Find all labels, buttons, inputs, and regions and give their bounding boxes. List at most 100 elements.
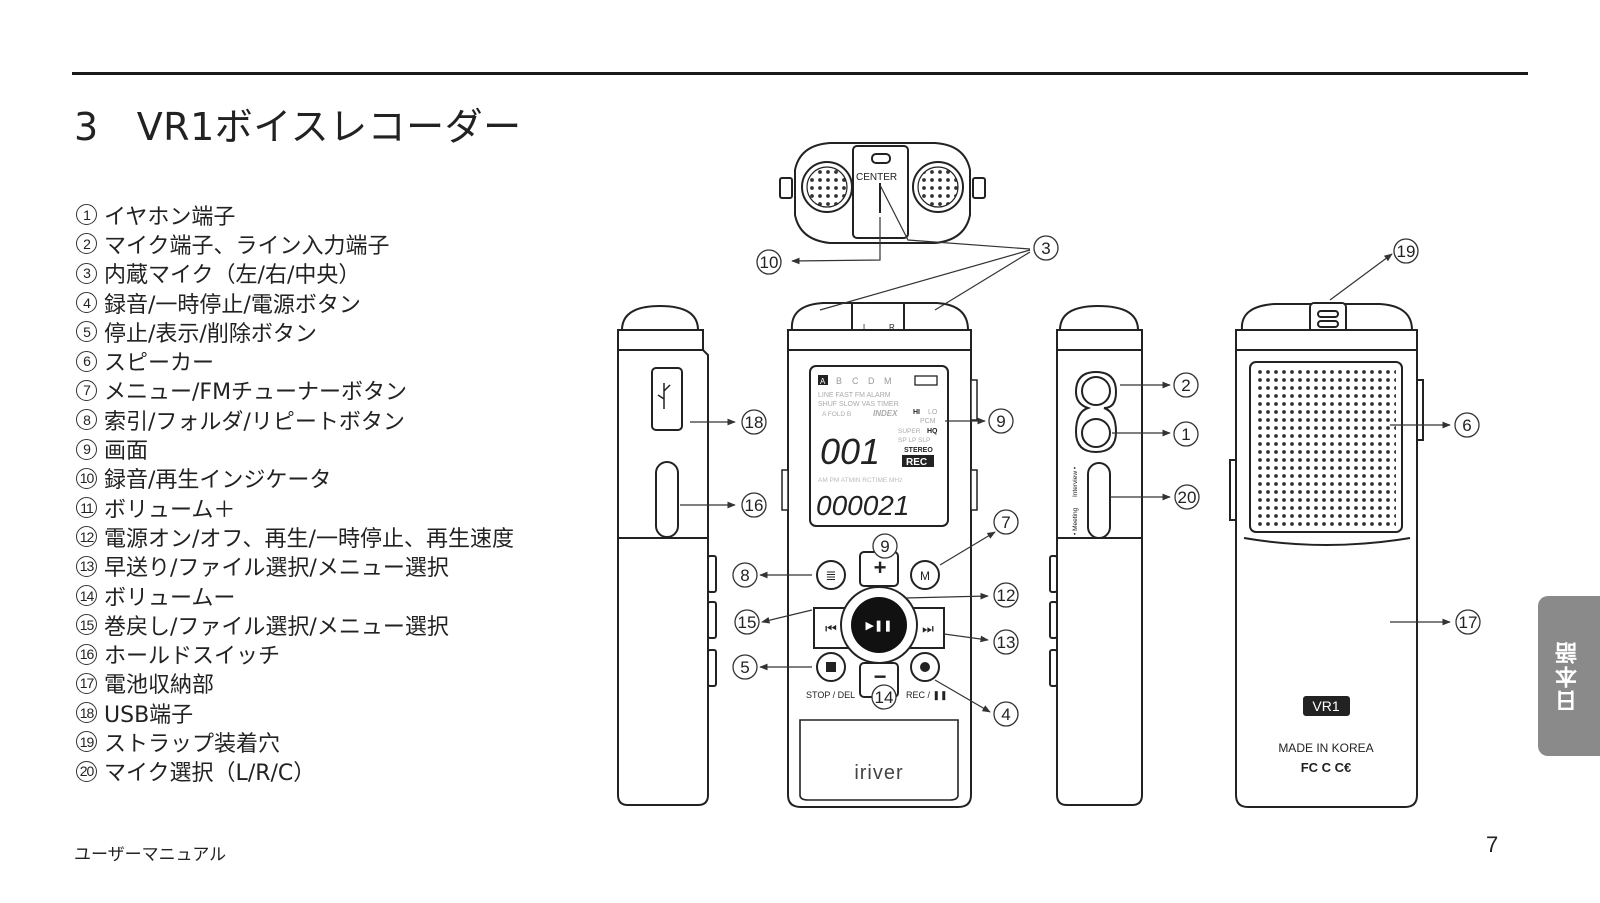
part-item: 3 内蔵マイク（左/右/中央）	[76, 259, 514, 288]
back-model-badge: VR1	[1312, 698, 1339, 714]
folder-c: C	[852, 376, 859, 386]
callout-5: 5	[732, 654, 758, 680]
part-label: 停止/表示/削除ボタン	[104, 321, 317, 347]
callout-8: 8	[732, 562, 758, 588]
callout-4: 4	[993, 701, 1019, 727]
part-number: 19	[76, 731, 97, 753]
part-number: 10	[76, 467, 97, 489]
cert-marks: FC C C€	[1301, 760, 1352, 775]
svg-text:19: 19	[1397, 242, 1416, 261]
svg-text:4: 4	[1001, 705, 1010, 724]
callout-12: 12	[993, 582, 1019, 608]
callout-16: 16	[741, 492, 767, 518]
stop-del-label: STOP / DEL	[806, 690, 855, 700]
front-view: ▶❚❚ + − ⏮ ⏭ ≣ M	[781, 302, 978, 808]
part-label: 早送り/ファイル選択/メニュー選択	[104, 556, 449, 582]
lcd-row1: LINE FAST FM ALARM	[818, 392, 891, 399]
made-in-label: MADE IN KOREA	[1278, 741, 1373, 755]
svg-text:⏮: ⏮	[825, 621, 837, 636]
mic-select-switch	[1087, 462, 1111, 539]
mic-l-label: L	[863, 323, 868, 332]
lcd-rec-badge: REC	[906, 457, 927, 468]
part-label: マイク選択（L/R/C）	[104, 761, 316, 787]
left-mic-icon	[801, 161, 853, 213]
callout-20: 20	[1174, 484, 1200, 510]
svg-text:18: 18	[745, 413, 764, 432]
earphone-jack	[1081, 418, 1111, 448]
callout-9: 9	[988, 408, 1014, 434]
footer-manual-label: ユーザーマニュアル	[74, 845, 227, 865]
language-tab-label: 日本語	[1556, 640, 1581, 712]
callout-1: 1	[1173, 421, 1199, 447]
part-number: 3	[76, 262, 97, 284]
lcd-index: INDEX	[873, 409, 898, 418]
part-number: 9	[76, 438, 97, 460]
svg-text:−: −	[874, 664, 887, 689]
lcd-hq: HQ	[927, 428, 938, 435]
part-label: 電源オン/オフ、再生/一時停止、再生速度	[104, 526, 514, 552]
part-label: 電池収納部	[104, 673, 215, 699]
top-view	[779, 142, 986, 244]
svg-text:3: 3	[1041, 239, 1050, 258]
folder-a: A	[820, 377, 826, 386]
svg-text:20: 20	[1178, 488, 1197, 507]
callout-2: 2	[1173, 372, 1199, 398]
part-item: 20 マイク選択（L/R/C）	[76, 757, 514, 786]
part-number: 7	[76, 379, 97, 401]
interview-label: Interview •	[1072, 466, 1079, 497]
folder-d: D	[868, 376, 875, 386]
part-label: 索引/フォルダ/リピートボタン	[104, 409, 405, 435]
callout-17: 17	[1455, 609, 1481, 635]
svg-text:6: 6	[1462, 416, 1471, 435]
part-label: マイク端子、ライン入力端子	[104, 233, 390, 259]
svg-text:8: 8	[740, 566, 749, 585]
rec-label: REC / ❚❚	[906, 690, 948, 701]
lcd-lo: LO	[928, 409, 938, 416]
part-label: イヤホン端子	[104, 204, 236, 230]
svg-text:10: 10	[760, 253, 779, 272]
svg-text:M: M	[920, 569, 930, 583]
usb-icon	[657, 383, 671, 409]
language-tab: 日本語	[1538, 596, 1600, 756]
svg-text:5: 5	[740, 658, 749, 677]
part-number: 14	[76, 585, 97, 606]
usb-port	[651, 367, 683, 431]
left-side-view	[617, 304, 717, 806]
callout-13: 13	[993, 629, 1019, 655]
part-number: 15	[76, 614, 97, 636]
callout-19: 19	[1393, 238, 1419, 264]
speaker-grille	[1256, 366, 1396, 526]
svg-text:2: 2	[1181, 376, 1190, 395]
right-mic-icon	[912, 161, 964, 213]
part-number: 6	[76, 350, 97, 372]
callout-14: 14	[871, 684, 897, 710]
part-number: 16	[76, 643, 97, 665]
lcd-modes: SP LP SLP	[898, 437, 930, 444]
lcd-row3: AM PM ATMIN RCTIME MHz	[818, 477, 902, 484]
part-label: ストラップ装着穴	[104, 732, 281, 757]
part-label: 内蔵マイク（左/右/中央）	[104, 263, 361, 289]
folder-m: M	[884, 376, 892, 386]
part-item: 9 画面	[76, 434, 514, 465]
callout-15: 15	[734, 609, 760, 635]
part-number: 20	[76, 760, 97, 782]
part-label: 画面	[104, 439, 149, 465]
lcd-row2: SHUF SLOW VAS TIMER	[818, 401, 899, 408]
mic-jack	[1081, 376, 1111, 406]
svg-text:9: 9	[880, 537, 889, 556]
lcd-content: A B C D M LINE FAST FM ALARM SHUF SLOW V…	[816, 375, 938, 521]
page-number: 7	[1486, 832, 1499, 857]
leader-lines	[680, 184, 1451, 713]
